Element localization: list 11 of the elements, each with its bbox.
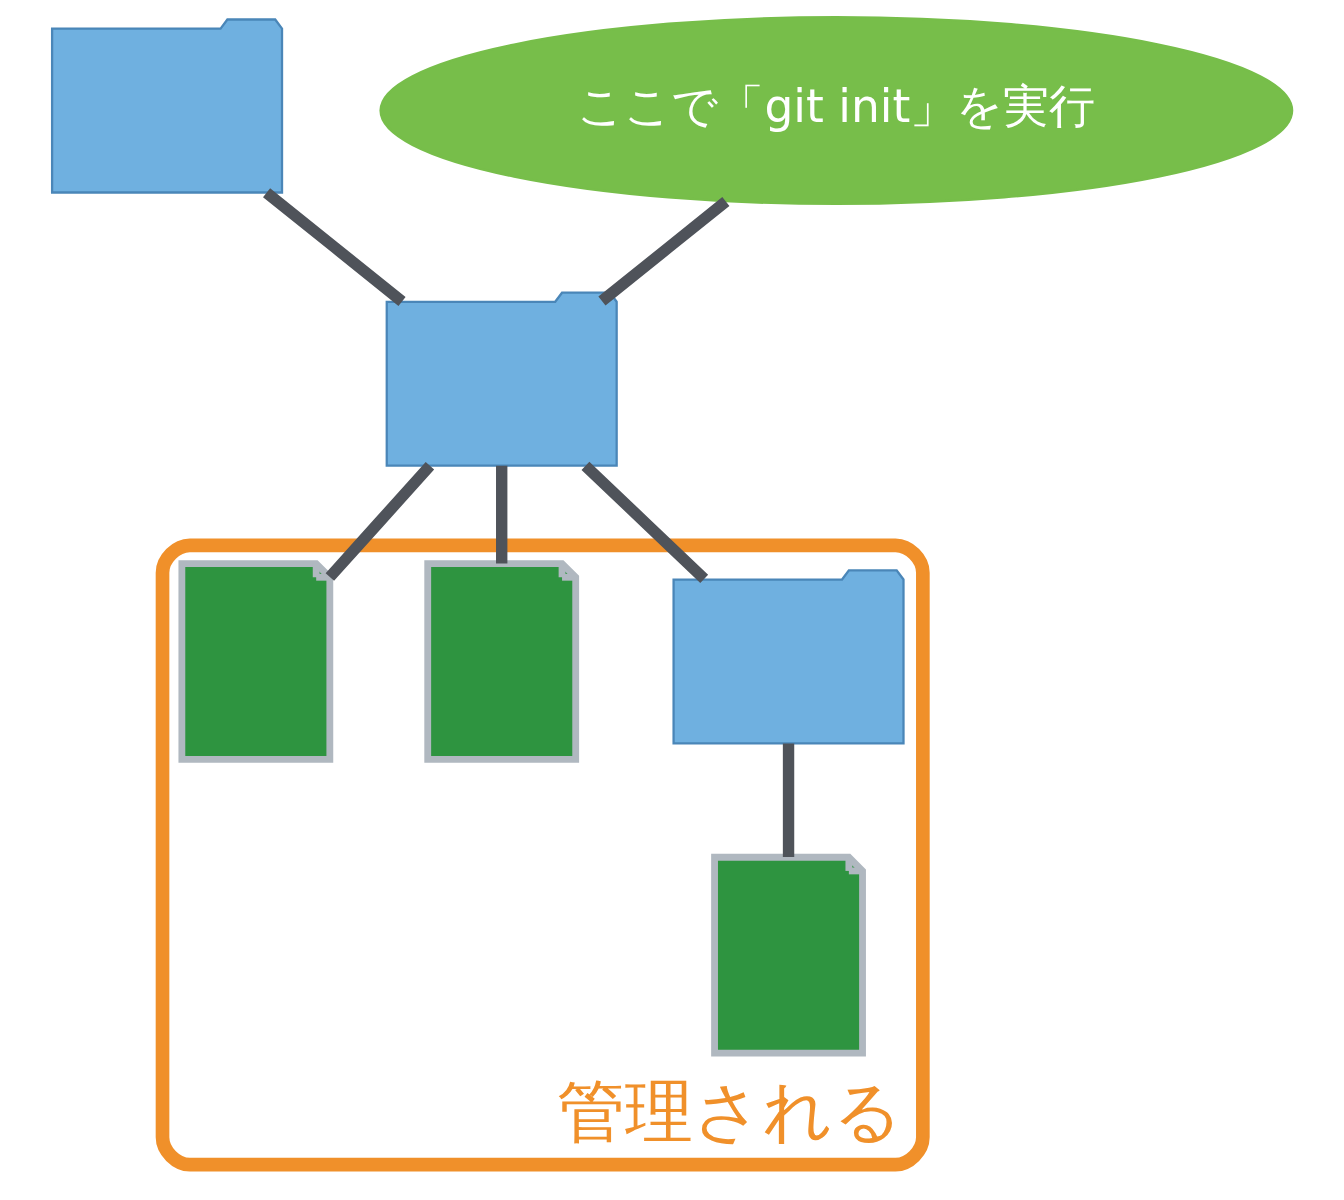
node-folder xyxy=(385,291,618,467)
connector xyxy=(598,197,730,306)
connector xyxy=(581,461,709,583)
node-folder xyxy=(672,569,905,745)
connector xyxy=(325,461,435,581)
connector xyxy=(496,465,508,564)
connector xyxy=(263,188,406,306)
cluster: 管理される xyxy=(155,538,930,1172)
node-folder xyxy=(50,18,284,194)
node-ellipse: ここで「git init」を実行 xyxy=(379,16,1294,206)
connector xyxy=(782,743,795,857)
